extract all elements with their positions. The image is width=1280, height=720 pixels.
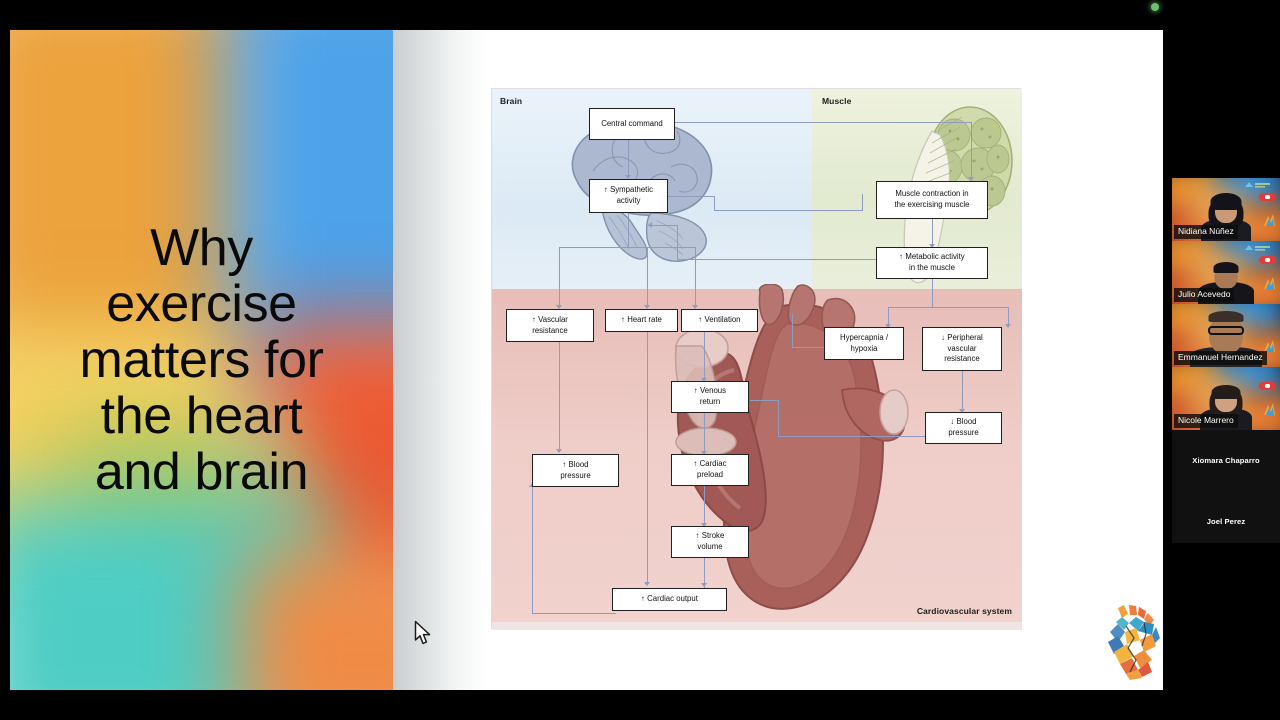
connector — [677, 259, 933, 260]
participant-tile[interactable]: Julio Acevedo — [1172, 241, 1280, 304]
node-venous-return[interactable]: ↑ Venous return — [671, 381, 749, 413]
arrowhead — [648, 222, 652, 228]
node-sympathetic-activity[interactable]: ↑ Sympathetic activity — [589, 179, 668, 213]
connector — [932, 219, 933, 247]
muted-badge — [1259, 256, 1276, 264]
corner-emblem — [1264, 403, 1275, 415]
corner-emblem — [1264, 214, 1275, 226]
arrowhead — [556, 449, 562, 453]
node-muscle-contraction[interactable]: Muscle contraction in the exercising mus… — [876, 181, 988, 219]
arrowhead — [644, 582, 650, 586]
participant-tile[interactable]: Emmanuel Hernandez — [1172, 304, 1280, 367]
node-ventilation[interactable]: ↑ Ventilation — [681, 309, 758, 332]
participant-name: Nicole Marrero — [1174, 413, 1238, 428]
participant-name: Julio Acevedo — [1174, 287, 1235, 302]
connector — [704, 412, 705, 454]
node-peripheral-vascular-resistance[interactable]: ↓ Peripheral vascular resistance — [922, 327, 1002, 371]
watermark-logo — [1245, 182, 1270, 188]
node-central-command[interactable]: Central command — [589, 108, 675, 140]
region-label-muscle: Muscle — [822, 96, 852, 106]
arrowhead — [1005, 324, 1011, 328]
connector — [647, 247, 648, 307]
connector — [647, 332, 648, 585]
connector — [778, 400, 779, 437]
mouse-pointer-icon — [414, 620, 431, 645]
shared-slide-stage: Why exercise matters for the heart and b… — [10, 30, 1163, 690]
corner-emblem — [1264, 340, 1275, 352]
connector — [932, 279, 933, 307]
muted-badge — [1259, 382, 1276, 390]
connector — [888, 307, 1009, 308]
connector — [532, 613, 616, 614]
participant-tile[interactable]: Joel Perez — [1172, 491, 1280, 543]
node-vascular-resistance[interactable]: ↑ Vascular resistance — [506, 309, 594, 342]
exercise-physiology-diagram: Brain Muscle Cardiovascular system — [491, 88, 1022, 630]
node-blood-pressure-increase[interactable]: ↑ Blood pressure — [532, 454, 619, 487]
connector — [778, 436, 925, 437]
arrowhead — [701, 583, 707, 587]
connector — [559, 342, 560, 452]
connector — [962, 364, 963, 412]
connector — [714, 196, 715, 211]
background-blob-orange2 — [240, 550, 393, 690]
participant-name: Xiomara Chaparro — [1192, 456, 1260, 465]
connector — [704, 332, 705, 381]
participants-rail[interactable]: Nidiana Núñez Julio Acevedo — [1172, 178, 1280, 543]
connector — [792, 314, 793, 348]
camera-active-indicator — [1151, 3, 1159, 11]
node-heart-rate[interactable]: ↑ Heart rate — [605, 309, 678, 332]
arrowhead — [885, 324, 891, 328]
connector — [704, 556, 705, 588]
slide-title-panel: Why exercise matters for the heart and b… — [10, 30, 393, 690]
arrowhead — [959, 409, 965, 413]
region-label-cardiovascular: Cardiovascular system — [916, 606, 1012, 616]
connector — [971, 122, 972, 179]
participant-tile[interactable]: Nidiana Núñez — [1172, 178, 1280, 241]
watermark-logo — [1245, 245, 1270, 251]
corner-emblem — [1264, 277, 1275, 289]
connector — [862, 194, 863, 211]
connector — [628, 213, 629, 248]
node-stroke-volume[interactable]: ↑ Stroke volume — [671, 526, 749, 558]
connector — [559, 247, 695, 248]
anatomical-heart-icon — [1108, 605, 1160, 680]
muted-badge — [1259, 193, 1276, 201]
node-hypercapnia-hypoxia[interactable]: Hypercapnia / hypoxia — [824, 327, 904, 360]
slide-title: Why exercise matters for the heart and b… — [79, 218, 324, 502]
node-cardiac-output[interactable]: ↑ Cardiac output — [612, 588, 727, 611]
connector — [888, 307, 889, 327]
connector — [559, 247, 560, 307]
node-cardiac-preload[interactable]: ↑ Cardiac preload — [671, 454, 749, 486]
participant-name: Joel Perez — [1206, 517, 1246, 526]
connector — [628, 140, 629, 178]
connector — [675, 122, 972, 123]
arrowhead — [692, 305, 698, 309]
connector — [704, 484, 705, 526]
slide-panel-divider — [393, 30, 488, 690]
region-label-brain: Brain — [500, 96, 523, 106]
connector — [695, 247, 696, 307]
arrowhead — [644, 305, 650, 309]
node-blood-pressure-decrease[interactable]: ↓ Blood pressure — [925, 412, 1002, 444]
connector — [714, 210, 862, 211]
connector — [1008, 307, 1009, 327]
arrowhead — [556, 305, 562, 309]
participant-tile[interactable]: Nicole Marrero — [1172, 367, 1280, 430]
participant-tile[interactable]: Xiomara Chaparro — [1172, 430, 1280, 491]
participant-avatar — [1172, 193, 1280, 241]
participant-name: Emmanuel Hernandez — [1174, 350, 1267, 365]
participant-name: Nidiana Núñez — [1174, 224, 1238, 239]
node-metabolic-activity[interactable]: ↑ Metabolic activity in the muscle — [876, 247, 988, 279]
connector — [677, 225, 678, 260]
connector — [750, 400, 779, 401]
connector — [532, 487, 533, 614]
connector — [648, 225, 678, 226]
